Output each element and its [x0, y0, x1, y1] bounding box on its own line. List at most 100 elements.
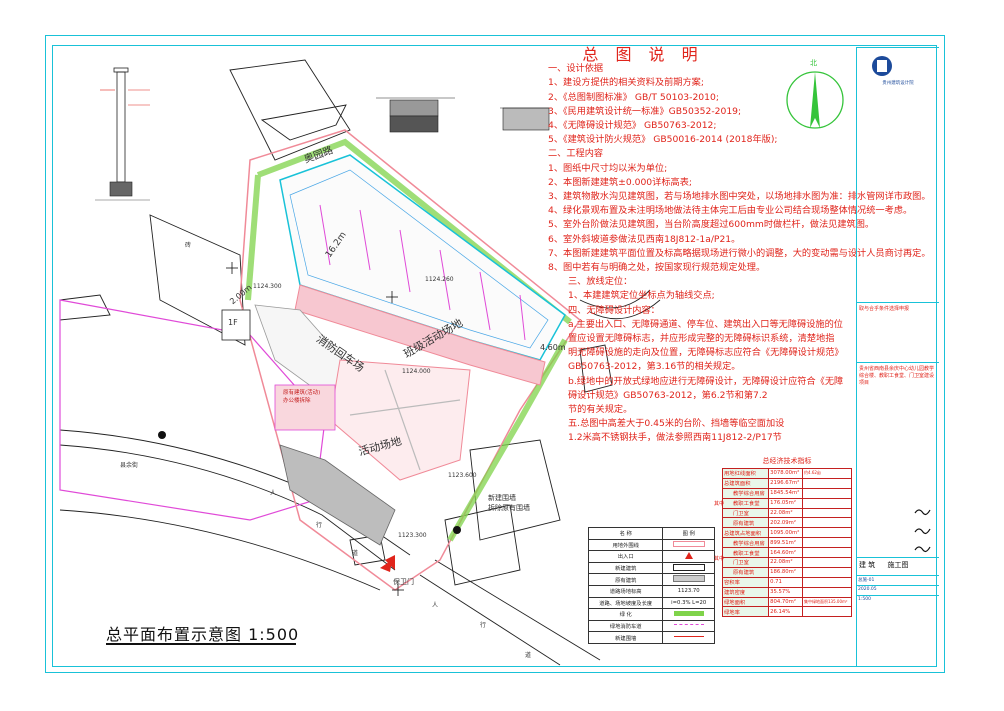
econ-label: 容积率: [721, 576, 770, 588]
existing-building-label: 原有建筑(活动) 办公楼拆除: [283, 390, 321, 404]
notes-line: 4、绿化景观布置及未注明场地做法待主体完工后由专业公司结合现场整体情况统一考虑。: [548, 205, 913, 217]
legend-row-name: 新建建筑: [587, 561, 664, 575]
legend-row-name: 新建围墙: [587, 631, 664, 644]
econ-value: 176.05m²: [768, 497, 804, 509]
econ-extra: 约4.62亩: [802, 468, 852, 479]
road-char-2: 行: [316, 522, 323, 529]
econ-value: 899.51m²: [768, 537, 804, 549]
econ-label: 教职工食堂: [721, 497, 770, 509]
new-wall-label: 新建围墙 拆除原有围墙: [488, 494, 530, 512]
building-grid: [319, 204, 526, 341]
econ-label: 总建筑占地面积: [721, 527, 770, 539]
paving-detail: [376, 97, 552, 133]
econ-group-1: 其中: [714, 501, 725, 507]
caption-underline: [106, 643, 296, 645]
notes-line: 7、本图新建建筑平面位置及标高略据现场进行微小的调整，大的变动需与设计人员商讨再…: [548, 247, 931, 259]
econ-extra: [802, 537, 852, 549]
econ-label: 教职工食堂: [721, 547, 770, 559]
econ-extra: [802, 477, 852, 489]
econ-extra: [802, 547, 852, 559]
legend-row-symbol: [662, 631, 715, 644]
drawing-inner-frame: [52, 45, 937, 667]
notes-line: 四、无障碍设计内容：: [568, 304, 660, 316]
stamp-note: 取与合乎条件选择申报: [857, 302, 939, 362]
road-char-5: 行: [480, 622, 487, 629]
legend-header-name: 名 称: [587, 527, 664, 540]
econ-extra: [802, 517, 852, 529]
econ-value: 186.80m²: [768, 566, 804, 578]
econ-extra: [802, 557, 852, 568]
econ-value: 22.08m²: [768, 557, 804, 568]
date: 2020.05: [857, 585, 939, 595]
notes-line: 2、《总图制图标准》 GB/T 50103-2010;: [548, 91, 719, 103]
scale: 1:500: [857, 595, 939, 605]
legend-row-name: 用地外围线: [587, 538, 664, 552]
notes-line: GB50763-2012，第3.16节的相关规定。: [568, 361, 741, 373]
notes-line: 3、《民用建筑设计统一标准》GB50352-2019;: [548, 105, 742, 117]
road-label-left: 县余街: [120, 462, 139, 469]
legend-header-symbol: 图 例: [662, 527, 715, 540]
legend-row-symbol: i=0.3% L=20: [662, 596, 715, 610]
econ-label: 教学综合用房: [721, 487, 770, 499]
notes-line: 置应设置无障碍标志，并应形成完整的无障碍标识系统，清楚地指: [568, 333, 835, 345]
legend-row-symbol: [662, 619, 715, 633]
sheet-type-cell: 建 筑 施工图: [857, 557, 939, 575]
econ-extra: [802, 497, 852, 509]
econ-value: 164.60m²: [768, 547, 804, 559]
econ-value: 2196.67m²: [768, 477, 804, 489]
notes-line: 1.2米高不锈钢扶手，做法参照西南11J812-2/P17节: [568, 432, 782, 444]
notes-line: 1、图纸中尺寸均以米为单位;: [548, 162, 668, 174]
legend-row-symbol: [662, 538, 715, 552]
notes-line: 4、《无障碍设计规范》 GB50763-2012;: [548, 120, 717, 132]
econ-value: 22.08m²: [768, 507, 804, 519]
wall-section-detail: [95, 67, 150, 201]
legend-row-name: 绿 化: [587, 608, 664, 621]
notes-line: 1、建设方提供的相关资料及前期方案;: [548, 77, 704, 89]
notes-line: 5、室外台阶做法见建筑图，当台阶高度超过600mm时做栏杆，做法见建筑图。: [548, 219, 875, 231]
legend-row-symbol: [662, 550, 715, 563]
notes-line: a.主要出入口、无障碍通道、停车位、建筑出入口等无障碍设施的位: [568, 318, 843, 330]
legend-row-name: 道路场地标高: [587, 584, 664, 598]
econ-label: 教学综合用房: [721, 537, 770, 549]
econ-label: 原有建筑: [721, 517, 770, 529]
econ-label: 门卫室: [721, 507, 770, 519]
notes-line: 五.总图中高差大于0.45米的台阶、挡墙等临空面加设: [568, 418, 785, 430]
econ-label: 总建筑面积: [721, 477, 770, 489]
gate-label: 保卫门: [393, 578, 414, 586]
econ-value: 0.71: [768, 576, 804, 588]
econ-extra: [802, 507, 852, 519]
notes-line: 5、《建筑设计防火规范》 GB50016-2014 (2018年版);: [548, 134, 778, 146]
elev-label-4: 1123.600: [448, 472, 477, 479]
econ-extra: [802, 487, 852, 499]
company-cell: 贵州建筑设计院: [857, 47, 939, 147]
econ-title: 总经济技术指标: [762, 457, 812, 465]
econ-label: 绿地面积: [721, 596, 770, 608]
elev-label-2: 1124.260: [425, 276, 454, 283]
dim-label-3: 4.60m: [540, 343, 566, 352]
neighbor-buildings: [59, 59, 613, 586]
econ-group-2: 其中: [714, 556, 725, 562]
north-label: 北: [810, 59, 817, 67]
econ-label: 绿地率: [721, 606, 770, 618]
elev-label-5: 1123.300: [398, 532, 427, 539]
notes-line: 2、本图新建建筑±0.000详标高表;: [548, 176, 693, 188]
econ-value: 804.70m²: [768, 596, 804, 608]
building-1f-label: 1F: [228, 318, 238, 327]
notes-line: 6、室外斜坡道参做法见西南18J812-1a/P21。: [548, 233, 741, 245]
road-char-1: 人: [270, 490, 277, 497]
road-char-4: 人: [432, 602, 439, 609]
legend-row-name: 出入口: [587, 550, 664, 563]
legend-row-symbol: [662, 573, 715, 586]
notes-line: 三、放线定位：: [568, 276, 633, 288]
